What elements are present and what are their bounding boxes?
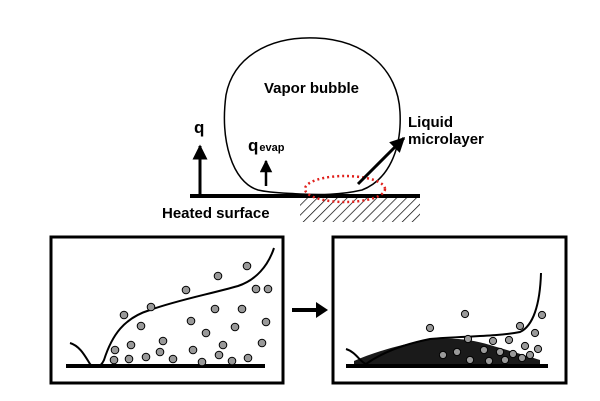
evap-flux-label: qevap <box>248 136 285 155</box>
microlayer-pointer-arrow <box>356 136 406 186</box>
panel-right-particles <box>425 309 547 366</box>
particle <box>495 347 505 357</box>
particle <box>214 350 224 360</box>
particle <box>141 352 151 362</box>
particle <box>168 354 178 364</box>
particle <box>109 355 119 365</box>
microlayer-label-line2: microlayer <box>408 131 484 148</box>
particle <box>181 285 191 295</box>
particle <box>488 336 498 346</box>
particle <box>500 355 510 365</box>
particle <box>188 345 198 355</box>
particle <box>213 271 223 281</box>
particle <box>218 340 228 350</box>
particle <box>530 328 540 338</box>
bubble-schematic: Vapor bubble q qevap Liquid microlayer H… <box>162 37 484 222</box>
panel-left-frame <box>49 235 285 385</box>
particle <box>210 304 220 314</box>
microlayer-highlight <box>303 174 387 204</box>
particle <box>504 335 514 345</box>
particle <box>237 304 247 314</box>
particle <box>479 345 489 355</box>
particle <box>517 353 527 363</box>
particle <box>520 341 530 351</box>
wall-hatching <box>300 196 420 222</box>
particle <box>508 349 518 359</box>
particle <box>463 334 473 344</box>
microlayer-label-line1: Liquid <box>408 114 453 131</box>
vapor-bubble-label: Vapor bubble <box>264 80 359 97</box>
panel-left-interface <box>69 247 275 368</box>
heated-surface-label: Heated surface <box>162 205 270 222</box>
particle <box>263 284 273 294</box>
particle <box>452 347 462 357</box>
particle <box>257 338 267 348</box>
particle <box>201 328 211 338</box>
particle <box>124 354 134 364</box>
particle <box>525 350 535 360</box>
particle <box>251 284 261 294</box>
panel-right-frame <box>331 235 568 385</box>
panel-right-deposit-layer <box>354 338 540 366</box>
vapor-bubble <box>223 37 401 196</box>
particle <box>465 355 475 365</box>
right-arrow-icon <box>292 302 328 318</box>
particle <box>460 309 470 319</box>
panel-right-interface <box>345 272 542 366</box>
particle <box>515 321 525 331</box>
particle <box>533 344 543 354</box>
particle <box>230 322 240 332</box>
particle <box>158 336 168 346</box>
particle <box>243 353 253 363</box>
particle <box>227 356 237 366</box>
particle <box>242 261 252 271</box>
particle <box>484 356 494 366</box>
particle <box>136 321 146 331</box>
particle <box>119 310 129 320</box>
heat-flux-label: q <box>194 118 204 137</box>
particle <box>425 323 435 333</box>
particle <box>197 357 207 367</box>
particle <box>438 350 448 360</box>
panel-right <box>331 235 568 385</box>
particle <box>110 345 120 355</box>
particle <box>155 347 165 357</box>
panel-left <box>49 235 285 385</box>
particle <box>537 310 547 320</box>
particle <box>186 316 196 326</box>
particle <box>126 340 136 350</box>
panel-left-particles <box>109 261 273 367</box>
particle <box>261 317 271 327</box>
particle <box>146 302 156 312</box>
